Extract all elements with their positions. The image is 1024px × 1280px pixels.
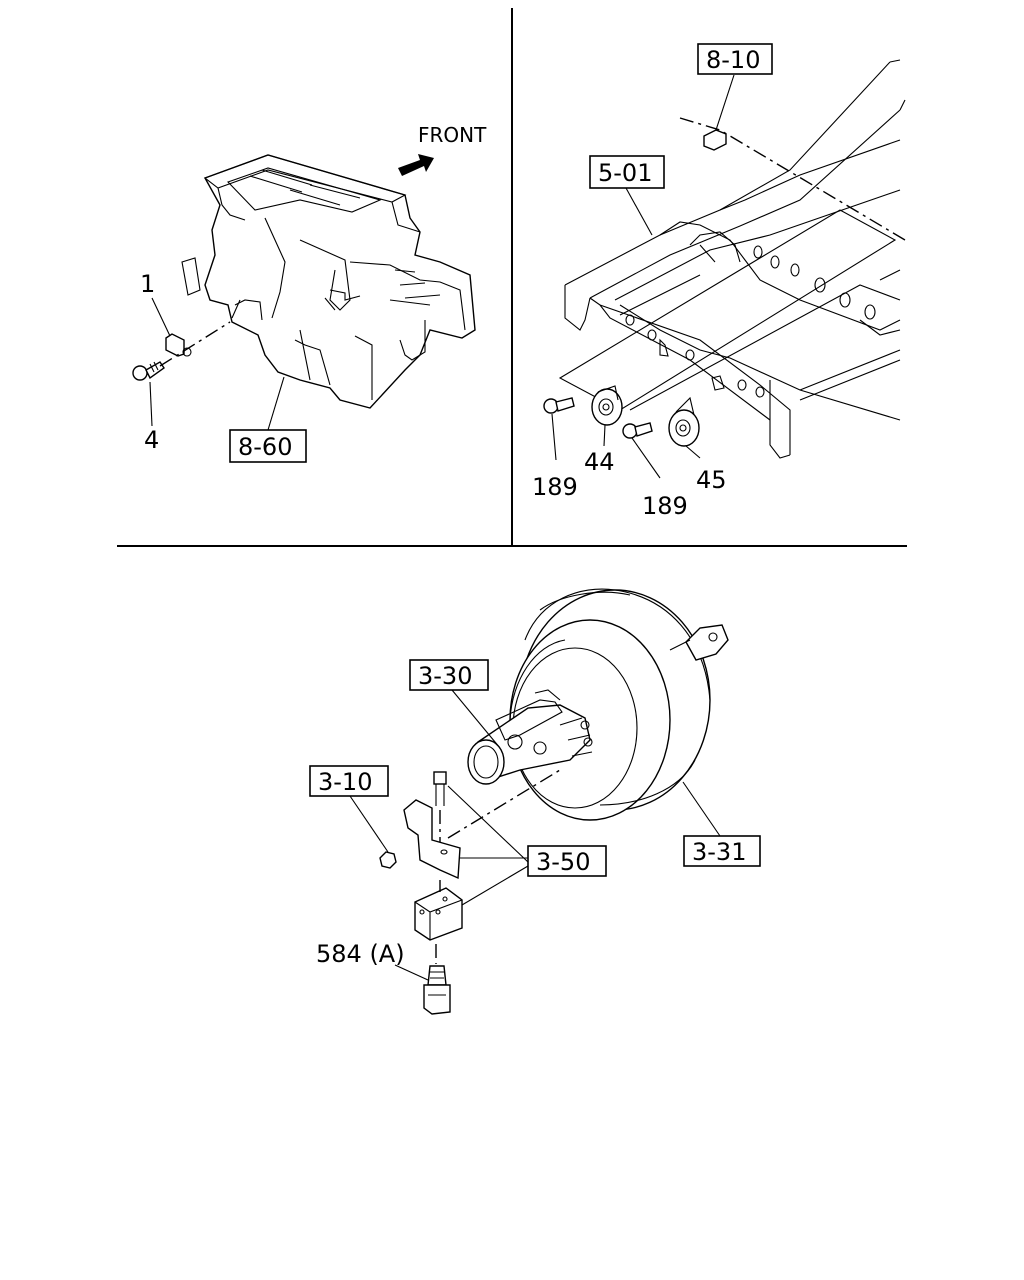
callout-3-31: 3-31 [692,838,746,866]
callout-44: 44 [584,448,615,476]
master-cylinder [467,689,593,785]
callout-8-60-box [229,429,307,463]
hvac-housing [181,154,476,409]
callout-1: 1 [140,270,155,298]
horn-45 [668,375,725,447]
hvac-unit-panel: FRONT [132,123,487,463]
frame-horn-panel: 8-10 5-01 189 44 189 45 [532,43,906,520]
callout-5-01-box [589,155,665,189]
frame-holes [625,245,876,398]
callout-5-01: 5-01 [598,159,652,187]
part-1-bracket [165,333,192,357]
nut-3-10 [379,851,397,869]
callout-4: 4 [144,426,159,454]
callout-3-50: 3-50 [536,848,590,876]
bolt-189-b [622,422,653,439]
callout-189-b: 189 [642,492,688,520]
callout-3-10: 3-10 [318,768,372,796]
bracket-3-50 [403,799,461,880]
bolt-189-a [543,397,575,414]
callout-3-10-box [309,765,389,797]
brake-booster [509,588,729,821]
callout-189-a: 189 [532,473,578,501]
bracket-bolt [433,771,447,806]
callout-8-10: 8-10 [706,46,760,74]
callout-3-30-box [409,659,489,691]
front-label: FRONT [418,123,487,147]
callout-3-50-box [527,845,607,877]
callout-8-60: 8-60 [238,433,292,461]
callout-584a: 584 (A) [316,940,405,968]
connector-8-10 [703,129,727,151]
sensor-584a [423,965,451,1015]
front-arrow-icon [398,154,434,176]
horn-44 [591,338,669,426]
switch-block [414,887,463,941]
callout-3-31-box [683,835,761,867]
callout-3-30: 3-30 [418,662,472,690]
callout-8-10-box [697,43,773,75]
part-4-screw [132,361,165,381]
callout-45: 45 [696,466,727,494]
brake-booster-panel: 3-30 3-10 3-50 3-31 584 (A) [309,588,761,1015]
